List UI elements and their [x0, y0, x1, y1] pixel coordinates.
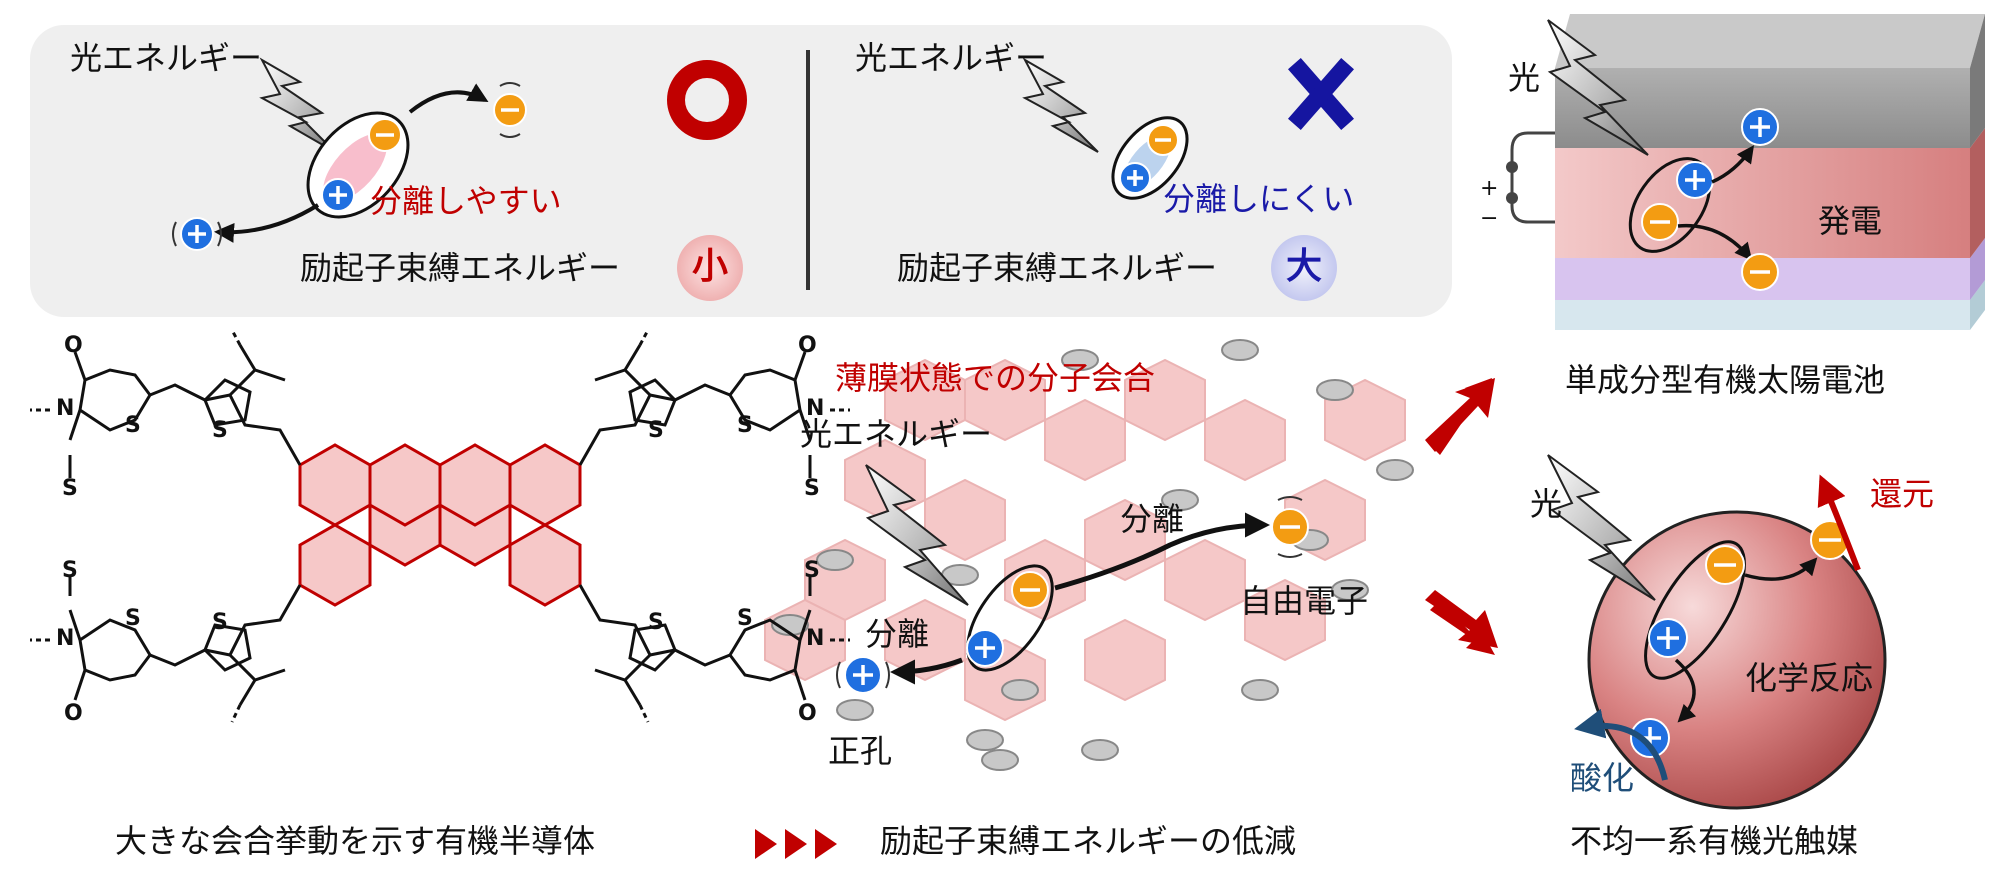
light-label: 光: [1508, 59, 1541, 97]
lightning-bolt-icon: [1547, 454, 1656, 601]
binding-energy-label: 励起子束縛エネルギー: [897, 249, 1218, 287]
red-arrow-up-shape: [1425, 378, 1495, 452]
chemical-reaction-label: 化学反応: [1745, 659, 1874, 697]
binding-energy-reduction-caption: 励起子束縛エネルギーの低減: [880, 822, 1297, 860]
film-title: 薄膜状態での分子会合: [835, 359, 1156, 397]
large-badge: [1271, 235, 1337, 301]
atom-label: N: [806, 396, 825, 421]
small-badge-text: 小: [692, 246, 729, 287]
lightning-bolt-icon: [1022, 57, 1099, 153]
binding-energy-label: 励起子束縛エネルギー: [300, 249, 621, 287]
circle-good-icon: [667, 60, 747, 140]
positive-terminal-label: +: [1480, 176, 1499, 201]
lightning-bolt-icon: [1547, 19, 1649, 156]
atom-label: S: [62, 558, 78, 583]
cross-bad-icon: [1288, 58, 1354, 130]
solar-cell-stack: [1555, 14, 1985, 330]
atom-label: S: [804, 476, 820, 501]
hard-separation-label: 分離しにくい: [1163, 180, 1355, 218]
lightning-bolt-icon: [865, 464, 969, 606]
large-badge-text: 大: [1286, 246, 1323, 287]
power-generation-label: 発電: [1818, 202, 1883, 240]
film-electron-arrow: [1054, 512, 1270, 591]
reduction-arrow: [1817, 474, 1861, 572]
core-fused-rings: [298, 443, 582, 607]
atom-label: S: [125, 413, 141, 438]
molecule-caption: 大きな会合挙動を示す有機半導体: [115, 822, 596, 860]
molecule-bonds: [30, 329, 850, 723]
top-panel: [30, 25, 1452, 317]
atom-label: S: [737, 413, 753, 438]
atom-label: N: [806, 626, 825, 651]
film-side-chains: [771, 339, 1414, 771]
atom-label: N: [56, 396, 75, 421]
thiophene-rings: [203, 378, 677, 672]
exciton-oval: [1644, 540, 1746, 680]
circuit-wire: [1510, 131, 1555, 224]
red-arrow-down-shape: [1425, 590, 1498, 648]
atom-label: O: [798, 333, 817, 358]
solar-cell-caption: 単成分型有機太陽電池: [1565, 361, 1886, 399]
negative-terminal-label: −: [1480, 206, 1499, 231]
atom-label: N: [56, 626, 75, 651]
light-energy-label: 光エネルギー: [70, 39, 263, 77]
atom-label: O: [64, 333, 83, 358]
separation-right-label: 分離: [1120, 500, 1185, 538]
atom-label: S: [648, 610, 664, 635]
atom-label: S: [62, 476, 78, 501]
oxidation-arrow: [1574, 708, 1668, 781]
atom-label: O: [64, 701, 83, 726]
oxidation-label: 酸化: [1570, 759, 1635, 797]
atom-label: S: [125, 606, 141, 631]
atom-label: S: [212, 418, 228, 443]
atom-label: S: [212, 610, 228, 635]
triple-arrow-icon: [755, 827, 845, 865]
separation-left-label: 分離: [865, 615, 930, 653]
atom-label: S: [804, 558, 820, 583]
photocatalyst-caption: 不均一系有機光触媒: [1570, 822, 1859, 860]
hole-label: 正孔: [828, 732, 893, 770]
atom-label: S: [737, 606, 753, 631]
easy-separation-label: 分離しやすい: [370, 182, 562, 220]
atom-label: S: [648, 418, 664, 443]
electron-escape-arrow: [408, 83, 489, 114]
atom-label: O: [798, 701, 817, 726]
hole-escape-arrow: [214, 203, 320, 243]
light-energy-label: 光エネルギー: [800, 415, 993, 453]
small-badge: [677, 235, 743, 301]
light-energy-label: 光エネルギー: [855, 39, 1048, 77]
free-electron-label: 自由電子: [1240, 582, 1369, 620]
exciton-oval: [966, 564, 1054, 672]
reduction-label: 還元: [1870, 475, 1935, 513]
light-label: 光: [1530, 485, 1563, 523]
film-hole-arrow: [890, 657, 963, 685]
